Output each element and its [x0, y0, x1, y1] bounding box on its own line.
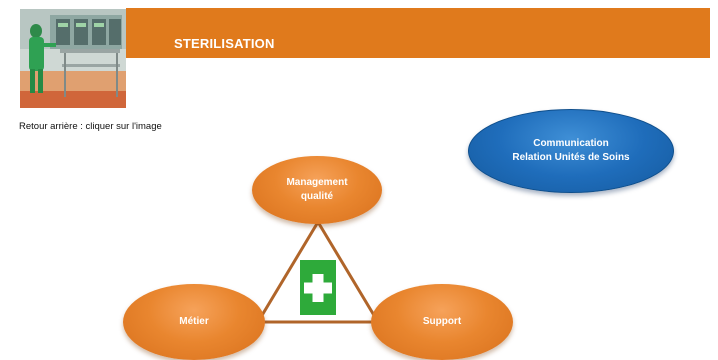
triangle-lines	[255, 219, 381, 324]
support-node[interactable]: Support	[371, 284, 513, 360]
page-title: STERILISATION	[174, 36, 275, 51]
communication-node[interactable]: Communication Relation Unités de Soins	[468, 109, 674, 193]
support-label: Support	[422, 316, 462, 327]
sterilisation-photo[interactable]	[20, 9, 126, 108]
metier-label: Métier	[179, 316, 209, 327]
management-qualite-node[interactable]: Management qualité	[252, 156, 382, 224]
management-qualite-label: Management qualité	[286, 177, 348, 202]
back-instruction-label: Retour arrière : cliquer sur l'image	[19, 121, 162, 132]
medical-cross-icon[interactable]	[300, 260, 336, 315]
header-bar	[126, 8, 710, 58]
communication-label: Communication Relation Unités de Soins	[512, 138, 630, 163]
metier-node[interactable]: Métier	[123, 284, 265, 360]
sterilisation-room-image	[20, 9, 126, 108]
